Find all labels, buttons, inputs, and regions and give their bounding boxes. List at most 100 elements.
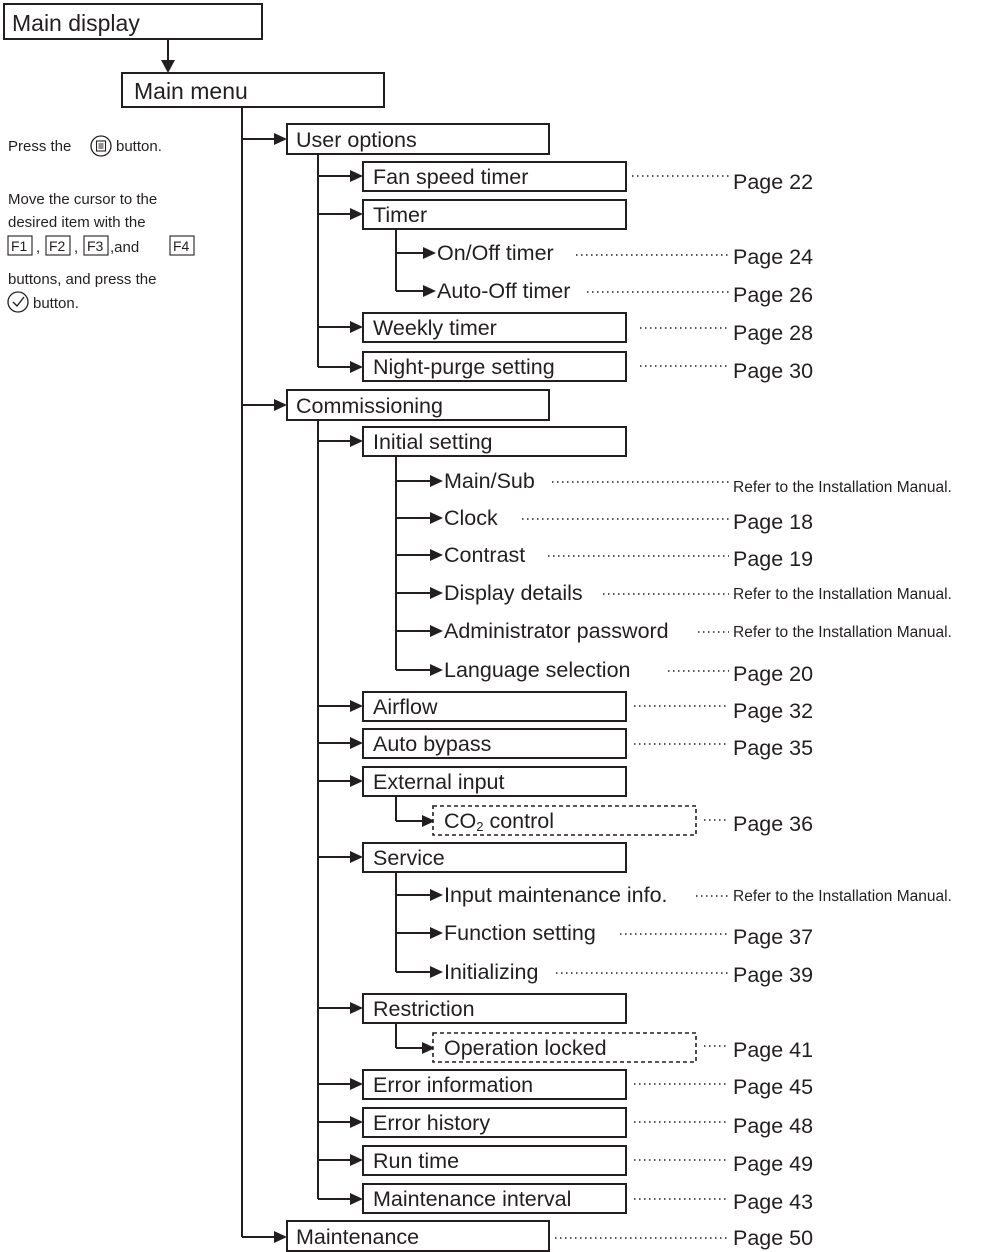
night-purge-setting-page-ref: Page 30	[733, 359, 813, 383]
right-arrow-icon	[350, 1078, 363, 1090]
auto-off-timer-label: Auto-Off timer	[437, 279, 570, 303]
menu-node-on-off-timer: On/Off timer Page 24	[396, 241, 813, 269]
operation-locked-label: Operation locked	[444, 1036, 607, 1060]
menu-node-auto-bypass: Auto bypass Page 35	[318, 728, 813, 760]
check-circle-icon	[7, 291, 29, 313]
menu-node-maintenance: Maintenance Page 50	[242, 1220, 813, 1252]
run-time-label: Run time	[373, 1149, 459, 1173]
right-arrow-icon	[350, 321, 363, 333]
instructions: Press the button. Move the cursor to the…	[7, 135, 195, 313]
fan-speed-timer-page-ref: Page 22	[733, 170, 813, 194]
commissioning-box	[286, 389, 550, 421]
function-setting-label: Function setting	[444, 921, 596, 945]
restriction-box	[362, 993, 627, 1024]
administrator-password-ref: Refer to the Installation Manual.	[733, 624, 952, 641]
weekly-timer-box	[362, 312, 627, 343]
run-time-box	[362, 1145, 627, 1176]
on-off-timer-label: On/Off timer	[437, 241, 554, 265]
key-separator-and: ,and	[110, 239, 139, 256]
f2-key-box	[45, 235, 71, 256]
display-details-ref: Refer to the Installation Manual.	[733, 586, 952, 603]
function-keys-row: F1 , F2 , F3 ,and F4	[7, 235, 195, 256]
maintenance-page-ref: Page 50	[733, 1226, 813, 1250]
menu-button-icon	[90, 135, 112, 157]
key-separator-2: ,	[74, 239, 78, 256]
right-arrow-icon	[423, 285, 436, 297]
menu-node-contrast: Contrast Page 19	[396, 543, 813, 571]
display-details-label: Display details	[444, 581, 583, 605]
right-arrow-icon	[350, 1154, 363, 1166]
maintenance-box	[286, 1220, 550, 1252]
down-arrow-icon	[161, 60, 175, 73]
f1-key-box	[7, 235, 33, 256]
auto-bypass-box	[362, 728, 627, 759]
contrast-label: Contrast	[444, 543, 525, 567]
co2-control-label: CO2 control	[444, 809, 554, 834]
right-arrow-icon	[430, 625, 443, 637]
airflow-box	[362, 691, 627, 722]
key-separator-1: ,	[36, 239, 40, 256]
night-purge-setting-label: Night-purge setting	[373, 355, 555, 379]
right-arrow-icon	[430, 475, 443, 487]
right-arrow-icon	[350, 170, 363, 182]
maintenance-label: Maintenance	[296, 1225, 419, 1249]
right-arrow-icon	[274, 133, 287, 145]
right-arrow-icon	[350, 737, 363, 749]
language-selection-page-ref: Page 20	[733, 662, 813, 686]
main-sub-ref: Refer to the Installation Manual.	[733, 479, 952, 496]
co2-control-prefix: CO	[444, 809, 476, 833]
error-information-page-ref: Page 45	[733, 1075, 813, 1099]
service-label: Service	[373, 846, 445, 870]
error-information-label: Error information	[373, 1073, 533, 1097]
right-arrow-icon	[350, 775, 363, 787]
menu-node-error-history: Error history Page 48	[318, 1107, 813, 1138]
menu-node-main-sub: Main/Sub Refer to the Installation Manua…	[396, 469, 952, 496]
menu-node-auto-off-timer: Auto-Off timer Page 26	[396, 279, 813, 307]
menu-node-clock: Clock Page 18	[396, 506, 813, 534]
right-arrow-icon	[274, 1231, 287, 1243]
initial-setting-label: Initial setting	[373, 430, 493, 454]
f3-key-box	[83, 235, 109, 256]
menu-node-service: Service	[318, 842, 627, 873]
menu-node-timer: Timer	[318, 199, 627, 230]
input-maintenance-info-label: Input maintenance info.	[444, 883, 668, 907]
night-purge-setting-box	[362, 351, 627, 382]
right-arrow-icon	[430, 927, 443, 939]
user-options-box	[286, 123, 550, 155]
external-input-box	[362, 766, 627, 797]
maintenance-interval-page-ref: Page 43	[733, 1190, 813, 1214]
commissioning-label: Commissioning	[296, 394, 443, 418]
initializing-page-ref: Page 39	[733, 963, 813, 987]
instruction-line-1: Move the cursor to the	[8, 191, 157, 208]
right-arrow-icon	[430, 889, 443, 901]
menu-node-initializing: Initializing Page 39	[396, 960, 813, 987]
co2-control-subscript: 2	[476, 819, 483, 834]
main-display-label: Main display	[12, 10, 140, 36]
instruction-press-text: Press the	[8, 138, 71, 155]
co2-control-page-ref: Page 36	[733, 812, 813, 836]
main-menu-box	[121, 72, 385, 108]
right-arrow-icon	[350, 700, 363, 712]
auto-bypass-page-ref: Page 35	[733, 736, 813, 760]
function-setting-page-ref: Page 37	[733, 925, 813, 949]
timer-label: Timer	[373, 203, 427, 227]
f3-key-label: F3	[87, 238, 104, 254]
error-history-label: Error history	[373, 1111, 490, 1135]
menu-node-maintenance-interval: Maintenance interval Page 43	[318, 1183, 813, 1214]
restriction-label: Restriction	[373, 997, 475, 1021]
auto-bypass-label: Auto bypass	[373, 732, 491, 756]
menu-node-administrator-password: Administrator password Refer to the Inst…	[396, 619, 952, 643]
instruction-line-4: buttons, and press the	[8, 271, 156, 288]
contrast-page-ref: Page 19	[733, 547, 813, 571]
fan-speed-timer-box	[362, 161, 627, 192]
right-arrow-icon	[422, 815, 435, 827]
service-box	[362, 842, 627, 873]
instruction-line-2: desired item with the	[8, 214, 146, 231]
main-display-box	[3, 3, 263, 40]
menu-node-initial-setting: Initial setting	[318, 426, 627, 457]
right-arrow-icon	[274, 399, 287, 411]
right-arrow-icon	[350, 361, 363, 373]
f4-key-box	[169, 235, 195, 256]
menu-node-display-details: Display details Refer to the Installatio…	[396, 581, 952, 605]
